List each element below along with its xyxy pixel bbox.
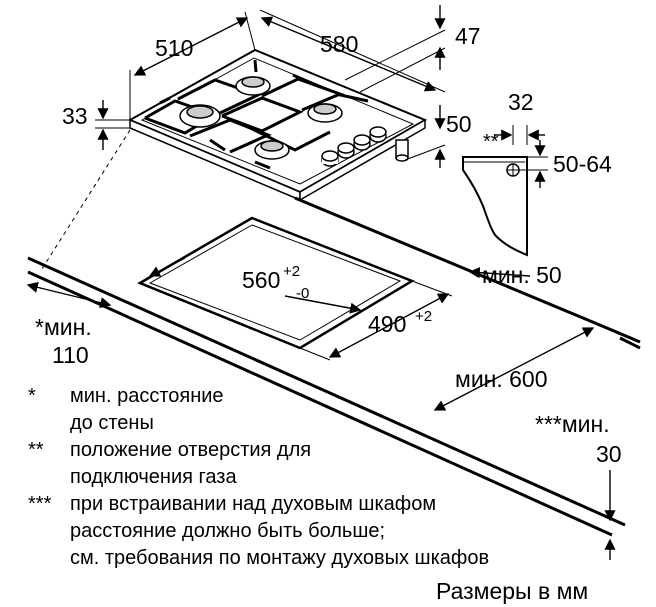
hob-dimension-lines <box>95 5 446 168</box>
hob-width-label: 580 <box>320 31 358 57</box>
gas-mark-label: ** <box>483 131 499 153</box>
hob-depth-label: 510 <box>155 35 193 61</box>
legend-mark-1: * <box>28 385 36 407</box>
min-oven-label: ***мин. <box>535 411 610 437</box>
min-side-label: мин. 50 <box>482 262 562 288</box>
legend-text-1a: мин. расстояние <box>70 385 224 407</box>
gas-connection-detail <box>462 125 548 257</box>
legend-text-3c: см. требования по монтажу духовых шкафов <box>70 547 489 569</box>
legend-mark-3: *** <box>28 493 52 515</box>
legend-mark-2: ** <box>28 439 44 461</box>
legend-text-2b: подключения газа <box>70 466 237 488</box>
cutout-width-tol-minus: -0 <box>296 285 309 302</box>
gas-offset-label: 32 <box>508 89 534 115</box>
cutout-depth-tol: +2 <box>415 308 432 325</box>
legend-text-3a: при встраивании над духовым шкафом <box>70 493 436 515</box>
legend-text-1b: до стены <box>70 412 154 434</box>
legend-text-2a: положение отверстия для <box>70 439 311 461</box>
cutout-depth-label: 490 <box>368 311 406 337</box>
legend-text-3b: расстояние должно быть больше; <box>70 520 385 542</box>
hob-drawing <box>127 48 428 202</box>
min-wall-value: 110 <box>52 342 89 368</box>
hob-front-height-label: 33 <box>62 103 88 129</box>
min-cabinet-label: мин. 600 <box>455 366 548 392</box>
hob-height-label: 47 <box>455 23 481 49</box>
countertop-drawing <box>26 129 641 560</box>
cutout-width-tol-plus: +2 <box>283 263 300 280</box>
min-oven-value: 30 <box>596 441 622 467</box>
cutout-width-label: 560 <box>242 267 280 293</box>
hob-below-label: 50 <box>446 111 472 137</box>
gas-height-label: 50-64 <box>553 151 612 177</box>
min-wall-label: *мин. <box>35 314 92 340</box>
legend: * мин. расстояние до стены ** положение … <box>28 385 489 569</box>
footer-units: Размеры в мм <box>436 578 588 604</box>
